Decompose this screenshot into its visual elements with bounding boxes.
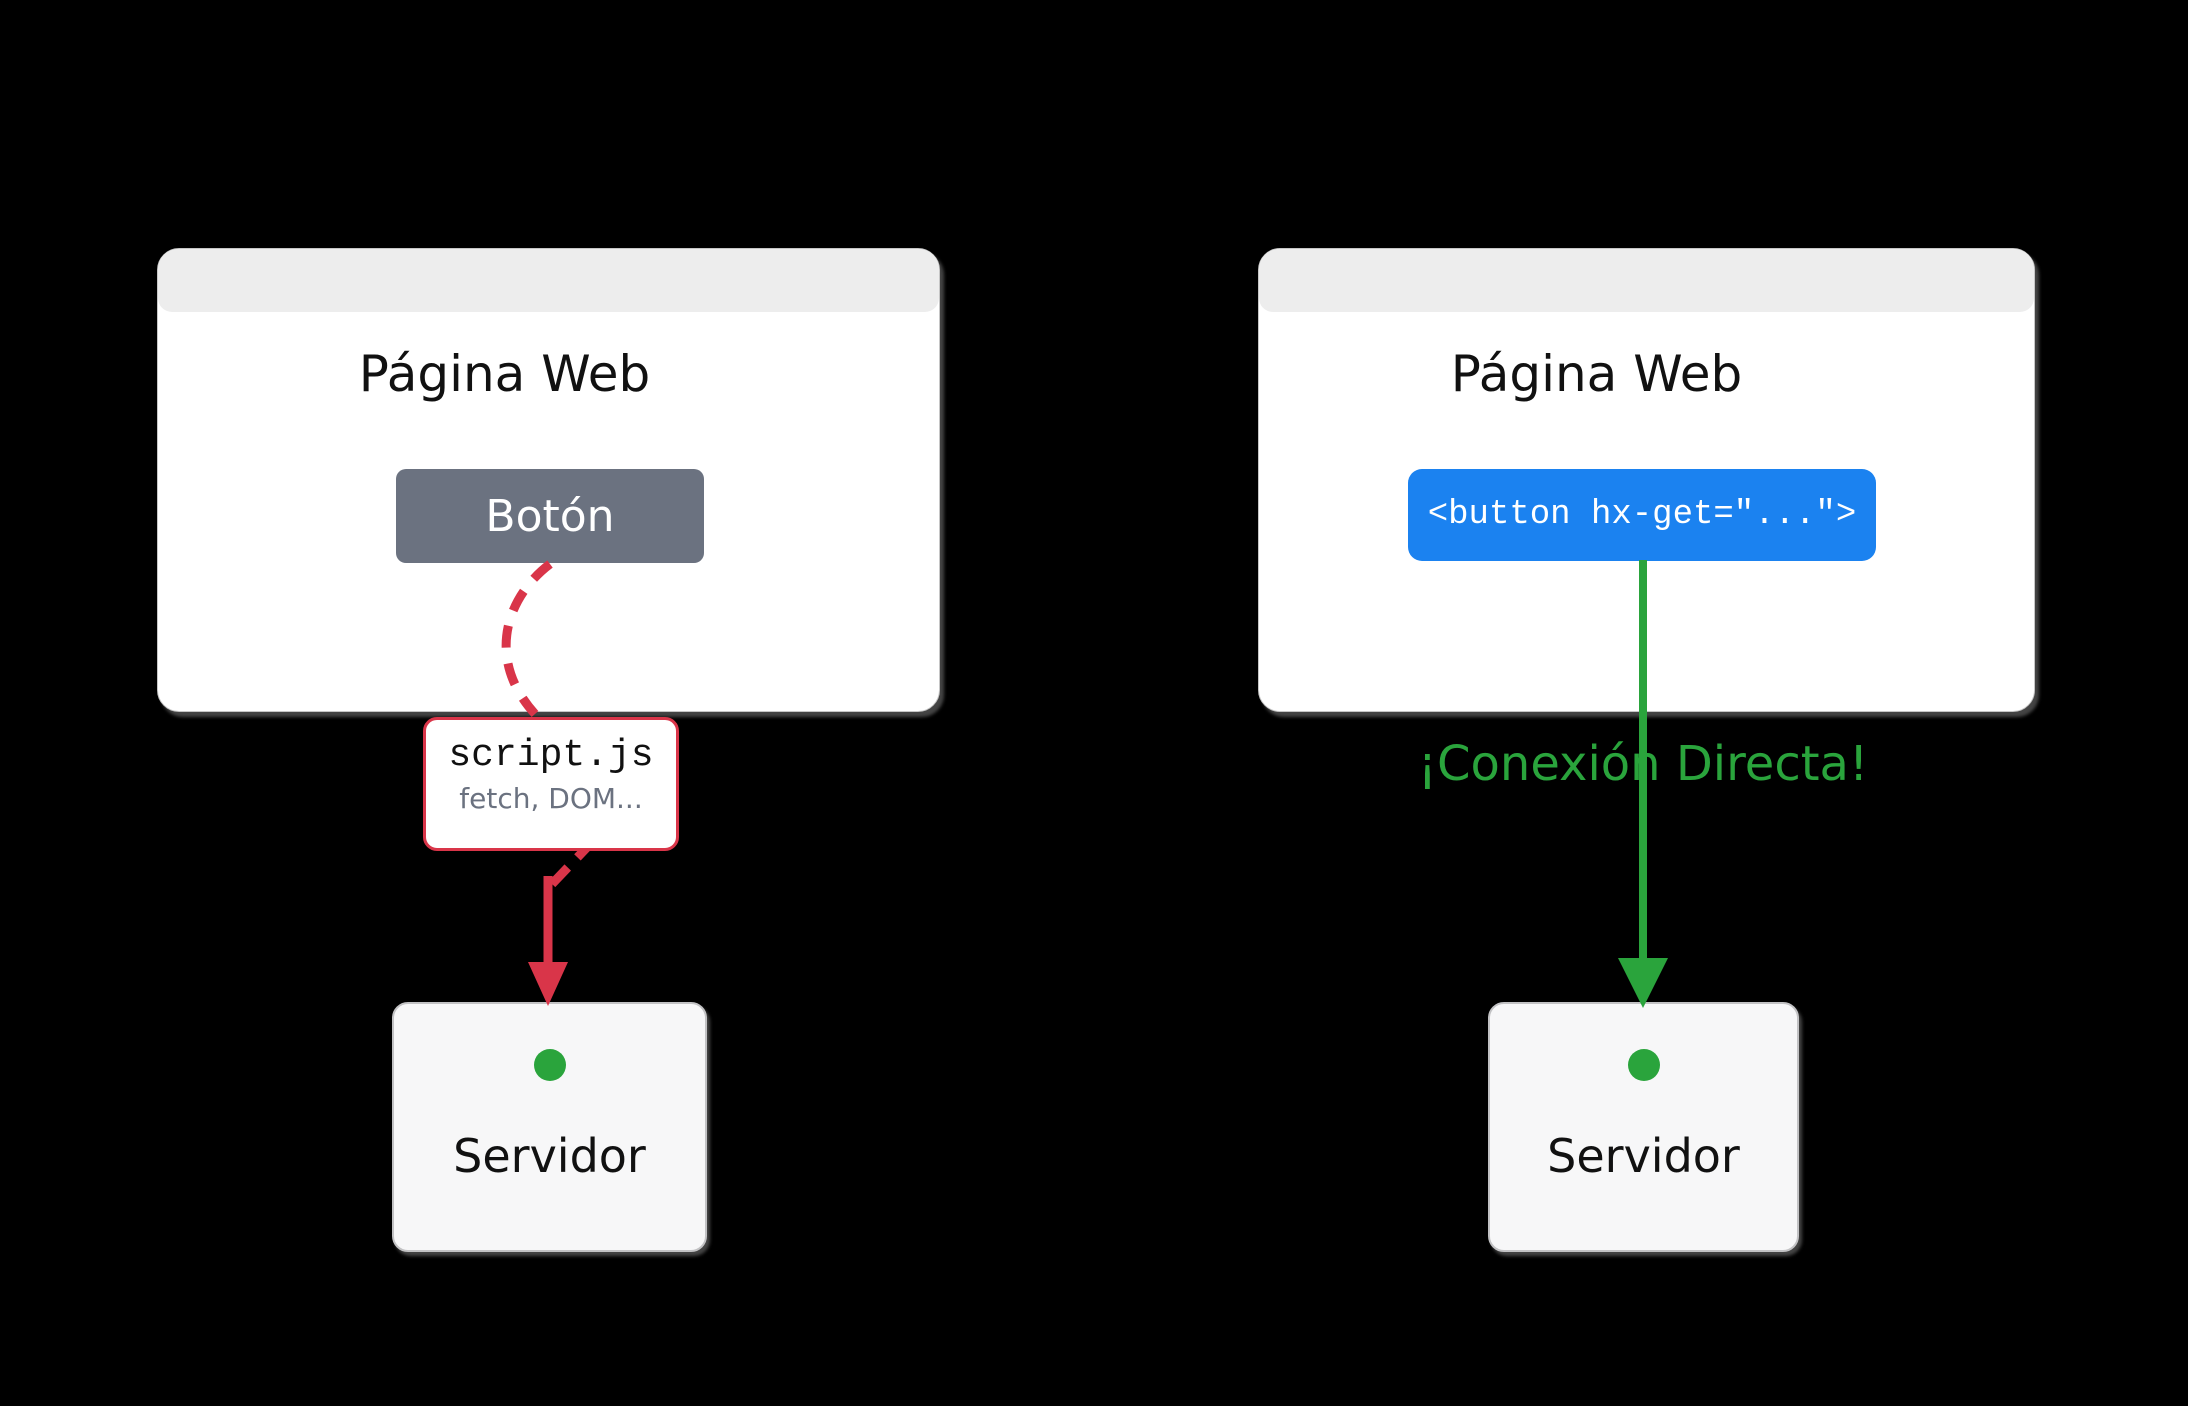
- htmx-arrowhead-icon: [1618, 958, 1668, 1008]
- right-window-titlebar: [1259, 249, 2034, 312]
- script-js-title: script.js: [448, 734, 654, 777]
- script-js-box: script.js fetch, DOM...: [423, 717, 679, 851]
- left-browser-window: Página Web Botón: [157, 248, 940, 712]
- boton-button[interactable]: Botón: [396, 469, 704, 563]
- direct-connection-label: ¡Conexión Directa!: [1417, 736, 1869, 792]
- server-status-dot-icon: [533, 1049, 566, 1081]
- left-server-box: Servidor: [392, 1002, 707, 1252]
- right-browser-window: Página Web <button hx-get="...">: [1258, 248, 2035, 712]
- server-status-dot-icon: [1627, 1049, 1660, 1081]
- script-js-subtitle: fetch, DOM...: [459, 781, 643, 815]
- js-arrowhead-icon: [528, 962, 568, 1006]
- left-server-label: Servidor: [453, 1129, 646, 1183]
- left-window-titlebar: [158, 249, 939, 312]
- htmx-button[interactable]: <button hx-get="...">: [1408, 469, 1876, 561]
- right-server-label: Servidor: [1547, 1129, 1740, 1183]
- left-window-title: Página Web: [358, 345, 651, 403]
- right-server-box: Servidor: [1488, 1002, 1799, 1252]
- right-window-title: Página Web: [1450, 345, 1743, 403]
